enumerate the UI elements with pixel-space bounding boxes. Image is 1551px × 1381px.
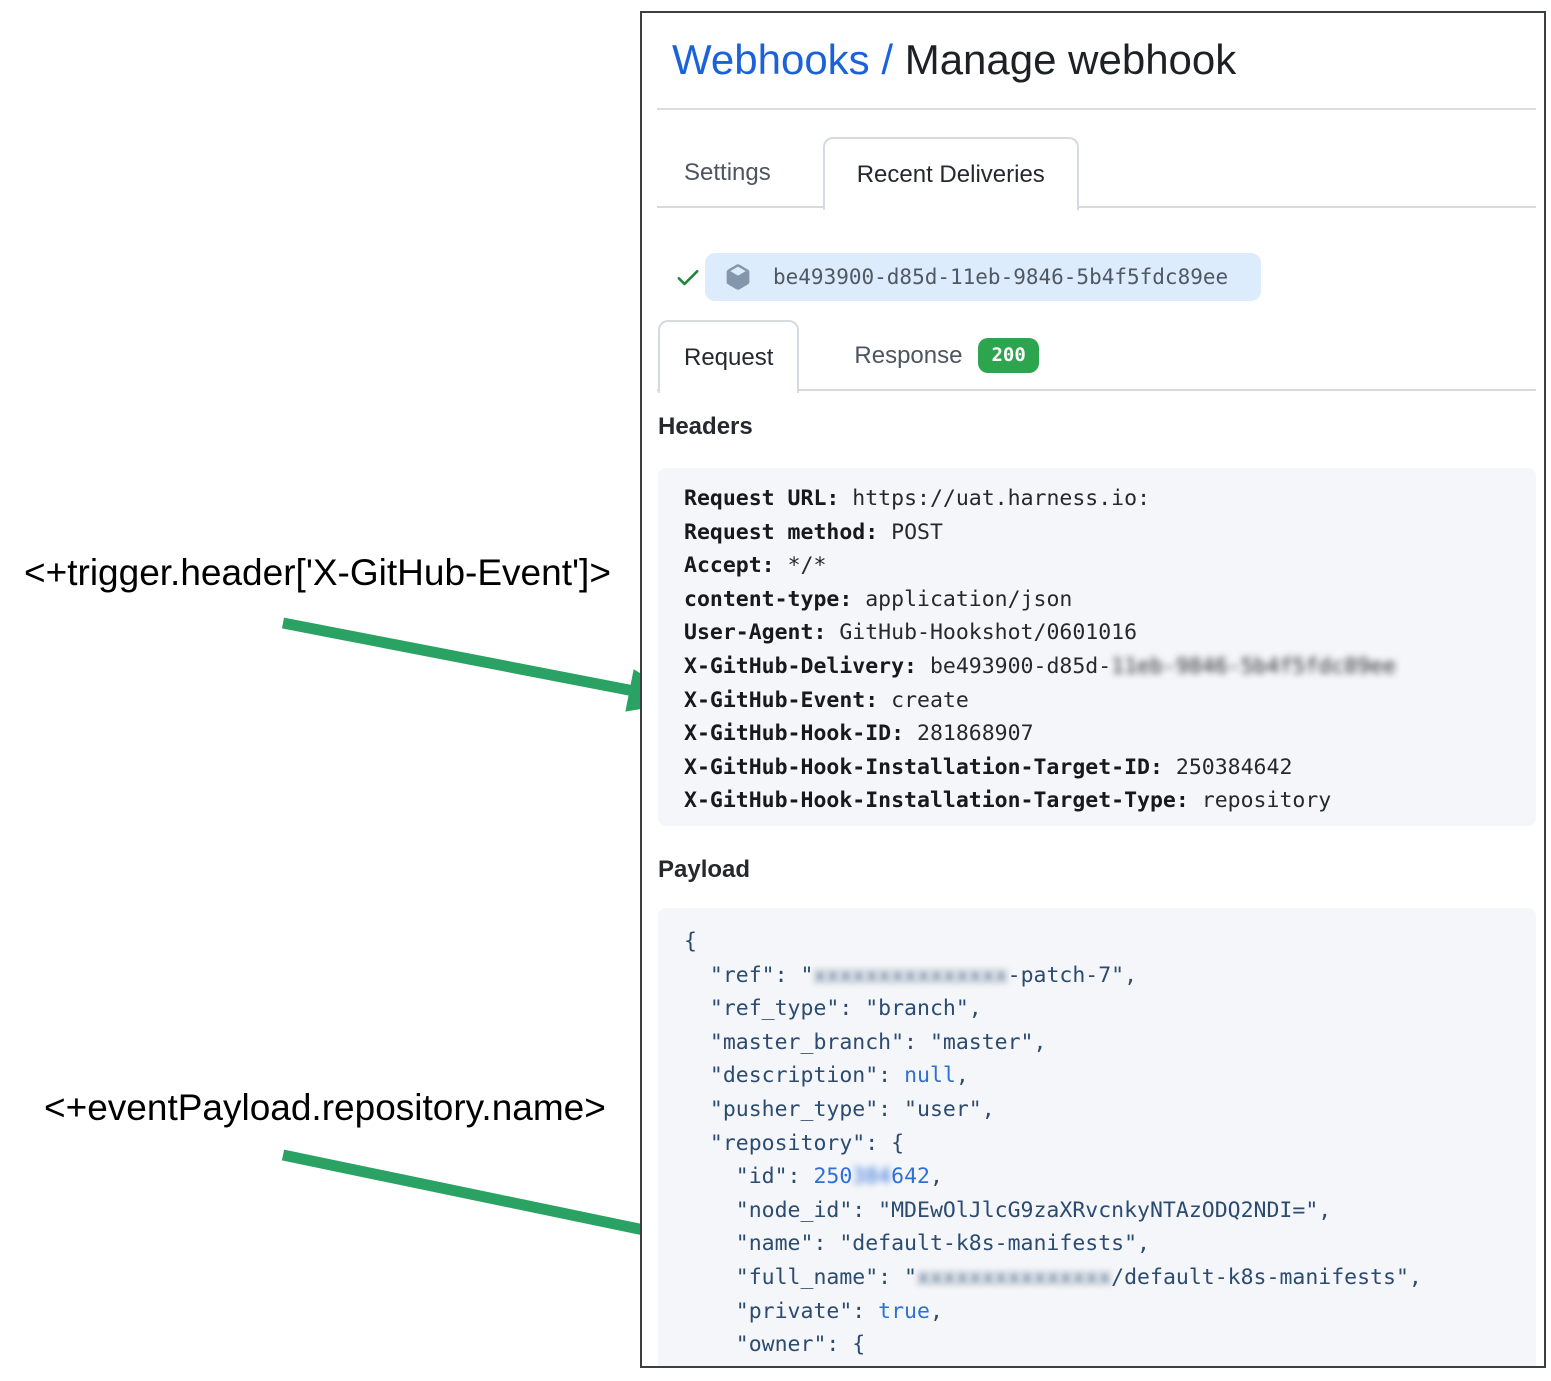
delivery-chip[interactable]: be493900-d85d-11eb-9846-5b4f5fdc89ee: [705, 253, 1261, 301]
breadcrumb-link-webhooks[interactable]: Webhooks: [672, 36, 870, 83]
payload-line: "name": "default-k8s-manifests",: [684, 1231, 1150, 1257]
header-line: X-GitHub-Delivery: be493900-d85d-11eb-98…: [684, 653, 1396, 679]
breadcrumb-separator: /: [881, 36, 894, 83]
payload-line: "ref": "xxxxxxxxxxxxxxx-patch-7",: [684, 962, 1138, 988]
main-tab-bar: Settings Recent Deliveries: [642, 137, 1544, 210]
headers-section-title: Headers: [658, 413, 753, 440]
header-line: User-Agent: GitHub-Hookshot/0601016: [684, 620, 1138, 646]
payload-line: "full_name": "xxxxxxxxxxxxxxx/default-k8…: [684, 1264, 1422, 1290]
header-line: Accept: */*: [684, 553, 827, 579]
sub-tab-bar-border: [657, 389, 1536, 391]
payload-line: "description": null,: [684, 1063, 969, 1089]
header-line: X-GitHub-Event: create: [684, 687, 969, 713]
payload-line: "repository": {: [684, 1130, 905, 1156]
tab-settings[interactable]: Settings: [684, 158, 771, 186]
payload-code: { "ref": "xxxxxxxxxxxxxxx-patch-7", "ref…: [658, 908, 1536, 1366]
payload-section-title: Payload: [658, 856, 751, 883]
header-line: X-GitHub-Hook-Installation-Target-Type: …: [684, 788, 1332, 814]
delivery-id: be493900-d85d-11eb-9846-5b4f5fdc89ee: [773, 265, 1229, 289]
payload-line: "ref_type": "branch",: [684, 996, 982, 1022]
request-response-tab-bar: Request Response 200: [642, 320, 1544, 393]
package-icon: [726, 264, 750, 290]
tab-response[interactable]: Response: [854, 341, 963, 369]
payload-line: "owner": {: [684, 1332, 866, 1358]
response-status-badge: 200: [978, 338, 1039, 373]
page-title: Webhooks / Manage webhook: [672, 35, 1236, 85]
arrow-to-github-event: [281, 617, 636, 697]
arrow-to-repo-name: [281, 1149, 665, 1240]
title-divider: [657, 108, 1536, 110]
payload-line: "id": 250384642,: [684, 1164, 943, 1190]
payload-line: {: [684, 929, 697, 954]
annotation-trigger-expression: <+trigger.header['X-GitHub-Event']>: [24, 552, 611, 593]
payload-line: "master_branch": "master",: [684, 1029, 1047, 1055]
header-line: Request method: POST: [684, 519, 943, 545]
payload-line: "node_id": "MDEwOlJlcG9zaXRvcnkyNTAzODQ2…: [684, 1197, 1332, 1223]
header-line: X-GitHub-Hook-Installation-Target-ID: 25…: [684, 754, 1293, 780]
header-line: Request URL: https://uat.harness.io:: [684, 486, 1151, 511]
tab-request[interactable]: Request: [658, 320, 800, 393]
header-line: content-type: application/json: [684, 586, 1073, 612]
success-check-icon: [677, 270, 699, 286]
tab-bar-border: [657, 206, 1536, 208]
headers-code: Request URL: https://uat.harness.io: Requ…: [658, 468, 1536, 826]
annotation-payload-expression: <+eventPayload.repository.name>: [44, 1087, 606, 1128]
header-line: X-GitHub-Hook-ID: 281868907: [684, 721, 1034, 747]
payload-line: "pusher_type": "user",: [684, 1096, 995, 1122]
webhook-panel: Webhooks / Manage webhook Settings Recen…: [640, 11, 1546, 1368]
payload-line: "private": true,: [684, 1298, 943, 1324]
tab-recent-deliveries[interactable]: Recent Deliveries: [822, 137, 1079, 210]
page-title-current: Manage webhook: [904, 36, 1237, 83]
